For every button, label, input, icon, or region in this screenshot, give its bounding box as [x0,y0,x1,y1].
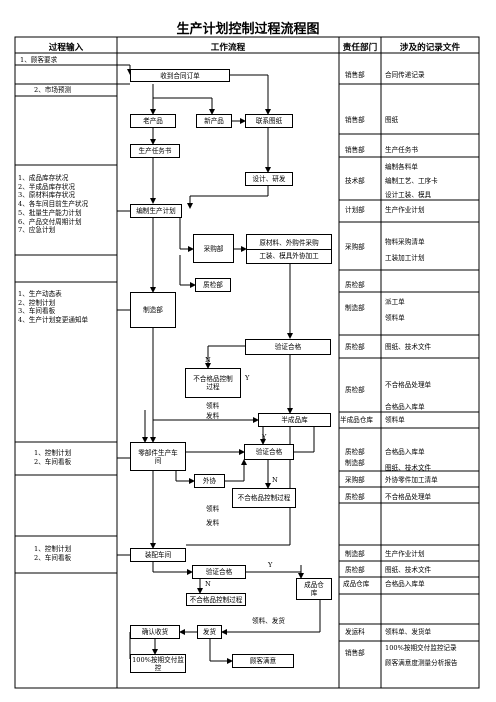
dept-12: 质检部 [345,448,365,456]
box-outsource: 外协 [194,474,225,488]
record-15: 图纸、技术文件 [385,566,432,574]
record-11: 合格品入库单 图纸、技术文件 [385,448,432,472]
box-contact-drawing: 联系图纸 [245,114,293,128]
record-13: 不合格品处理单 [385,493,432,501]
input-dynamics: 1、生产动态表 2、控制计划 3、车间看板 4、生产计划变更通知单 [18,290,89,325]
dept-10: 质检部 [345,386,365,394]
label-pick-1: 领料 [206,402,220,410]
record-16: 合格品入库单 [385,580,425,588]
dept-2: 销售部 [345,116,365,124]
header-flow: 工作流程 [210,43,246,53]
box-parts-workshop: 零部件生产车间 [130,442,186,471]
input-customer: 1、顾客要求 [20,56,58,64]
dept-11: 半成品仓库 [340,416,373,424]
dept-5: 计划部 [345,206,365,214]
box-confirm-receipt: 确认收货 [130,625,180,639]
box-purchase-items: 原材料、外购件采购 工装、模具外协加工 [246,234,332,264]
record-2: 图纸 [385,116,399,124]
input-status: 1、成品库存状况 2、半成品库存状况 3、原材料库存状况 4、各车间目前生产状况… [18,174,89,235]
label-n-3: N [205,580,211,588]
record-4: 编制各料单 编制工艺、工序卡 设计工装、模具 [385,163,438,199]
input-ctrl2: 1、控制计划 2、车间看板 [34,545,72,562]
record-17: 领料单、发货单 [385,628,432,636]
box-finished-store: 成品仓库 [296,578,332,600]
dept-7: 质检部 [345,281,365,289]
input-market: 2、市场预测 [34,86,72,94]
box-old-product: 老产品 [130,114,176,128]
box-purchasing: 采购部 [193,234,234,263]
dept-9: 质检部 [345,343,365,351]
record-3: 生产任务书 [385,146,418,154]
header-records: 涉及的记录文件 [399,43,461,53]
label-n-2: N [272,476,278,484]
box-nonconforming-control: 不合格品控制过程 [185,368,241,398]
box-verify-pass-2: 验证合格 [244,444,294,460]
record-5: 生产作业计划 [385,206,425,214]
record-1: 合同传递记录 [385,71,425,79]
label-n-1: N [205,356,211,364]
dept-13: 制造部 [345,459,365,467]
record-6: 物料采购清单 工装加工计划 [385,238,425,262]
box-assembly: 装配车间 [130,548,186,562]
label-pick-ship: 领料、发货 [252,617,285,625]
dept-17: 质检部 [345,566,365,574]
box-new-product: 新产品 [196,114,232,128]
box-compile-plan: 编制生产计划 [130,204,182,218]
record-10: 领料单 [385,416,405,424]
label-y-2: Y [262,433,267,441]
dept-16: 制造部 [345,550,365,558]
dept-19: 发运科 [345,628,365,636]
box-receive-order: 收到合同订单 [130,69,230,82]
record-12: 外协零件加工清单 [385,476,438,484]
dept-18: 成品仓库 [343,580,370,588]
dept-20: 销售部 [345,649,365,657]
header-dept: 责任部门 [342,43,378,53]
box-satisfaction: 顾客满意 [232,654,294,668]
dept-4: 技术部 [345,177,365,185]
dept-6: 采购部 [345,243,365,251]
label-send-1: 发料 [206,412,220,420]
record-9: 不合格品处理单 合格品入库单 [385,381,432,411]
dept-14: 采购部 [345,476,365,484]
box-ship: 发货 [197,625,222,639]
box-quality: 质检部 [195,278,231,292]
box-verify-pass: 验证合格 [245,339,331,355]
box-verify-pass-3: 验证合格 [192,565,246,579]
record-7: 派工单 领料单 [385,298,405,322]
box-nonconforming-control-3: 不合格品控制过程 [186,593,246,606]
dept-15: 质检部 [345,493,365,501]
input-ctrl1: 1、控制计划 2、车间看板 [34,449,72,466]
record-14: 生产作业计划 [385,550,425,558]
dept-3: 销售部 [345,146,365,154]
header-input: 过程输入 [48,43,84,53]
box-design-dev: 设计、研发 [245,172,293,186]
label-y-3: Y [268,561,273,569]
box-production-task: 生产任务书 [130,144,180,158]
label-pick-2: 领料 [206,505,220,513]
box-nonconforming-control-2: 不合格品控制过程 [232,488,296,508]
label-send-2: 发料 [206,519,220,527]
box-semi-store: 半成品库 [258,413,331,427]
page-title: 生产计划控制过程流程图 [176,22,320,37]
dept-1: 销售部 [345,71,365,79]
record-18: 100%按期交付监控记录 顾客满意度测量分析报告 [385,644,458,667]
record-8: 图纸、技术文件 [385,343,432,351]
dept-8: 制造部 [345,304,365,312]
box-manufacturing: 制造部 [130,292,176,328]
label-y-1: Y [245,374,250,382]
box-on-time: 100%按期交付监控 [130,654,186,673]
